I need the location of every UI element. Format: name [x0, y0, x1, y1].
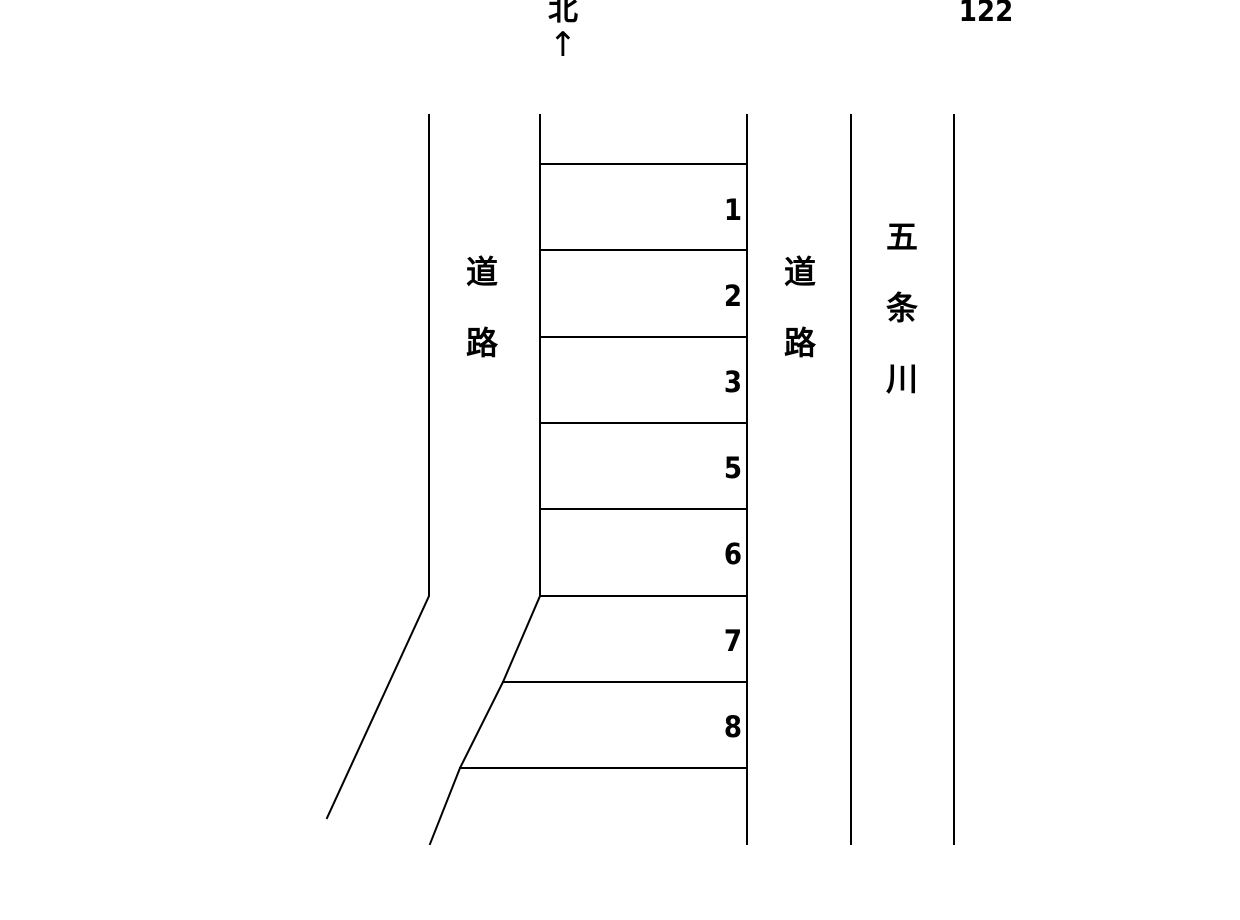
river-char: 五 — [886, 218, 918, 256]
page-number: 122 — [959, 0, 1013, 28]
east-road-char: 道 — [784, 253, 816, 291]
west-road-label: 道 路 — [466, 253, 499, 362]
lot-numbers: 1 2 3 5 6 7 8 — [724, 193, 742, 744]
west-road-outer-edge — [325, 114, 430, 820]
parcel-block-west-edge — [428, 114, 541, 846]
lot-number-8: 8 — [724, 710, 742, 744]
lot-number-6: 6 — [724, 537, 742, 571]
lot-dividers — [459, 163, 748, 769]
north-arrow-icon: ↑ — [549, 25, 578, 65]
lot-number-1: 1 — [724, 193, 742, 227]
river-label: 五 条 川 — [886, 218, 918, 398]
lot-number-2: 2 — [724, 279, 742, 313]
river-char: 条 — [886, 289, 918, 327]
lot-number-7: 7 — [724, 624, 742, 658]
lot-number-3: 3 — [724, 365, 742, 399]
east-road-label: 道 路 — [784, 253, 817, 362]
east-road-char: 路 — [784, 324, 817, 362]
west-road-char: 路 — [466, 324, 499, 362]
north-label: 北 — [548, 0, 578, 28]
lot-number-5: 5 — [724, 451, 742, 485]
west-road-char: 道 — [466, 253, 498, 291]
river-char: 川 — [886, 360, 918, 398]
